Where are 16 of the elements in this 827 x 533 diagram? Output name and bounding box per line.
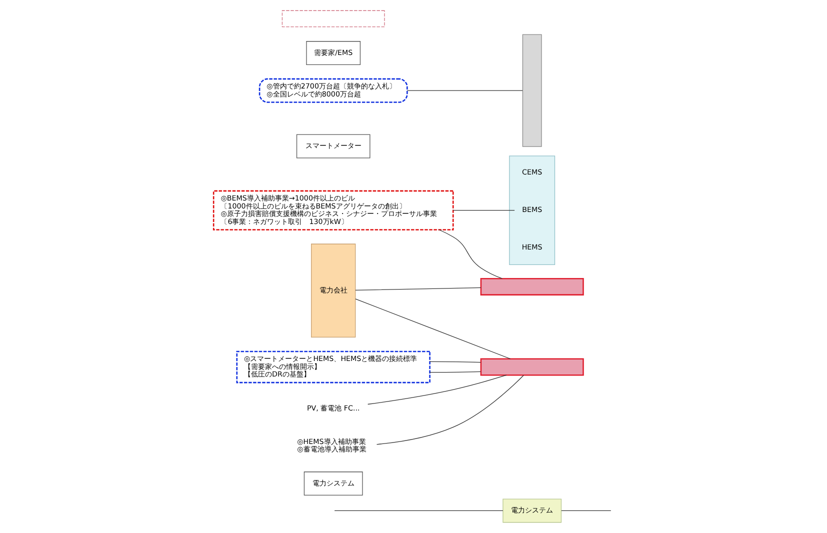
node-bar [480, 278, 584, 296]
connector [430, 371, 482, 373]
connector [368, 374, 507, 405]
connector [406, 90, 523, 91]
connector [355, 298, 511, 360]
cluster [509, 156, 556, 266]
connector [355, 287, 482, 291]
node-bar [522, 34, 542, 147]
connector [438, 229, 503, 279]
connector [376, 374, 524, 445]
node-bar [480, 358, 584, 376]
connector [452, 210, 515, 211]
connector [334, 510, 504, 512]
node-bar [282, 10, 385, 28]
connector [561, 510, 612, 512]
connector [430, 361, 482, 363]
